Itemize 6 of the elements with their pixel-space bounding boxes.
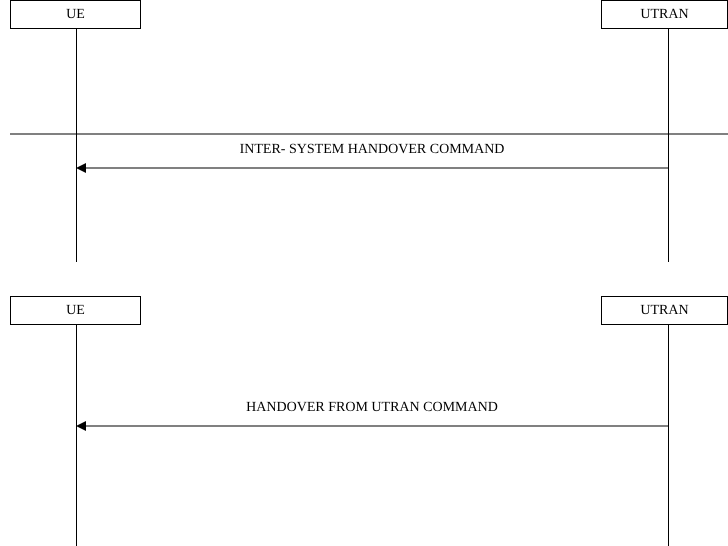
participant-box: UTRAN [601, 296, 728, 325]
participant-box: UTRAN [601, 0, 728, 29]
arrow [76, 421, 668, 431]
arrow [76, 163, 668, 173]
participant-box: UE [10, 0, 141, 29]
participant-box: UE [10, 296, 141, 325]
